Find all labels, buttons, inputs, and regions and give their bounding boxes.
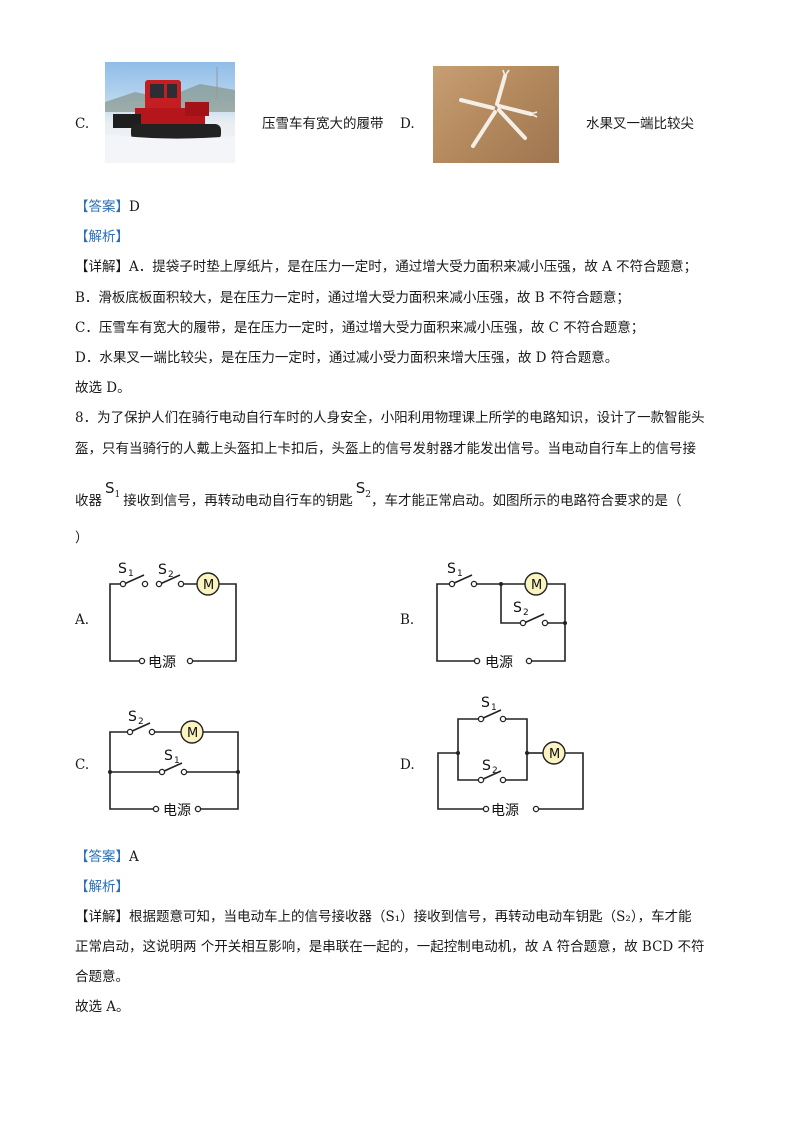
- option-c-letter: C.: [75, 116, 90, 132]
- q8-stem-3b: 接收到信号，再转动电动自行车的钥匙: [123, 493, 353, 509]
- circuit-a-motor: M: [203, 578, 214, 593]
- fruit-fork-photo: [433, 66, 559, 163]
- circuit-a: M S 1 S 2 电源: [109, 561, 237, 671]
- q8-stem-line-4: ）: [75, 530, 89, 546]
- q7-answer-tag: 【答案】: [75, 199, 129, 215]
- option-c-caption: 压雪车有宽大的履带: [262, 116, 384, 132]
- circuit-c-s2: S: [128, 709, 137, 725]
- circuit-c: M S 2 S 1 电源: [108, 709, 240, 819]
- q8-analysis-tag: 【解析】: [75, 879, 129, 895]
- circuit-b-motor: M: [531, 578, 542, 593]
- circuit-b-s2: S: [513, 600, 522, 616]
- q8-answer: A: [129, 849, 139, 865]
- q7-detail-b: B．滑板底板面积较大，是在压力一定时，通过增大受力面积来减小压强，故 B 不符合…: [75, 290, 630, 306]
- circuit-d: M S 1 S 2 电源: [437, 695, 584, 819]
- circuit-b-s1-sub: 1: [457, 569, 463, 579]
- circuit-b-s1: S: [447, 561, 456, 577]
- q8-detail-2: 正常启动，这说明两 个开关相互影响，是串联在一起的，一起控制电动机，故 A 符合…: [75, 939, 705, 955]
- q8-conclusion: 故选 A。: [75, 999, 130, 1015]
- q7-detail-a: A．提袋子时垫上厚纸片，是在压力一定时，通过增大受力面积来减小压强，故 A 不符…: [129, 259, 698, 275]
- option-d-letter: D.: [400, 116, 415, 132]
- q8-answer-tag: 【答案】: [75, 849, 129, 865]
- q8-stem-3a: 收器: [75, 493, 102, 509]
- q8-answer-line: 【答案】A: [75, 849, 139, 865]
- option-a-label: A.: [75, 612, 90, 628]
- circuit-a-s2-sub: 2: [168, 570, 174, 580]
- circuit-d-s2-sub: 2: [492, 766, 498, 776]
- q7-detail-c: C．压雪车有宽大的履带，是在压力一定时，通过增大受力面积来减小压强，故 C 不符…: [75, 320, 645, 336]
- circuit-d-s1-sub: 1: [491, 703, 497, 713]
- q8-detail-3: 合题意。: [75, 969, 129, 985]
- q8-s1-symbol: S: [105, 479, 115, 497]
- circuit-d-motor: M: [549, 747, 560, 762]
- option-b-label: B.: [400, 612, 415, 628]
- q7-detail-tag: 【详解】: [75, 259, 129, 275]
- option-d-caption: 水果叉一端比较尖: [586, 116, 694, 132]
- q7-analysis-tag: 【解析】: [75, 229, 129, 245]
- circuit-d-s2: S: [482, 758, 491, 774]
- q8-s2-symbol: S: [355, 479, 366, 497]
- circuit-b-s2-sub: 2: [523, 608, 529, 618]
- q7-answer: D: [129, 199, 140, 215]
- circuit-c-s1-sub: 1: [174, 756, 180, 766]
- circuit-d-source: 电源: [491, 803, 519, 819]
- q8-s1-sub: 1: [114, 490, 121, 500]
- q7-conclusion: 故选 D。: [75, 380, 131, 396]
- option-d-label: D.: [400, 757, 415, 773]
- circuit-c-s2-sub: 2: [138, 717, 144, 727]
- circuit-a-s1-sub: 1: [128, 569, 134, 579]
- circuit-b-source: 电源: [485, 655, 513, 671]
- circuit-c-source: 电源: [163, 803, 191, 819]
- circuit-a-s1: S: [118, 561, 127, 577]
- q8-detail-tag: 【详解】: [75, 909, 129, 925]
- q8-stem-3c: ，车才能正常启动。如图所示的电路符合要求的是（: [371, 493, 682, 509]
- q8-stem-line-2: 盔，只有当骑行的人戴上头盔扣上卡扣后，头盔上的信号发射器才能发出信号。当电动自行…: [75, 441, 696, 457]
- q8-detail-line-1: 【详解】根据题意可知，当电动车上的信号接收器（S₁）接收到信号，再转动电动车钥匙…: [75, 909, 692, 925]
- circuit-a-s2: S: [158, 562, 167, 578]
- q8-detail-1: 根据题意可知，当电动车上的信号接收器（S₁）接收到信号，再转动电动车钥匙（S₂）…: [129, 909, 692, 925]
- circuit-c-motor: M: [187, 726, 198, 741]
- q7-detail-line-1: 【详解】A．提袋子时垫上厚纸片，是在压力一定时，通过增大受力面积来减小压强，故 …: [75, 259, 698, 275]
- snowcat-photo: [105, 62, 235, 163]
- circuit-d-s1: S: [481, 695, 490, 711]
- circuit-a-source: 电源: [148, 655, 176, 671]
- q7-answer-line: 【答案】D: [75, 199, 140, 215]
- option-c-label: C.: [75, 757, 90, 773]
- q8-s2-sub: 2: [365, 490, 372, 500]
- circuit-c-s1: S: [164, 748, 173, 764]
- q7-detail-d: D．水果叉一端比较尖，是在压力一定时，通过减小受力面积来增大压强，故 D 符合题…: [75, 350, 619, 366]
- circuit-b: M S 1 S 2 电源: [436, 561, 567, 671]
- q8-stem-line-1: 8．为了保护人们在骑行电动自行车时的人身安全，小阳利用物理课上所学的电路知识，设…: [75, 410, 705, 426]
